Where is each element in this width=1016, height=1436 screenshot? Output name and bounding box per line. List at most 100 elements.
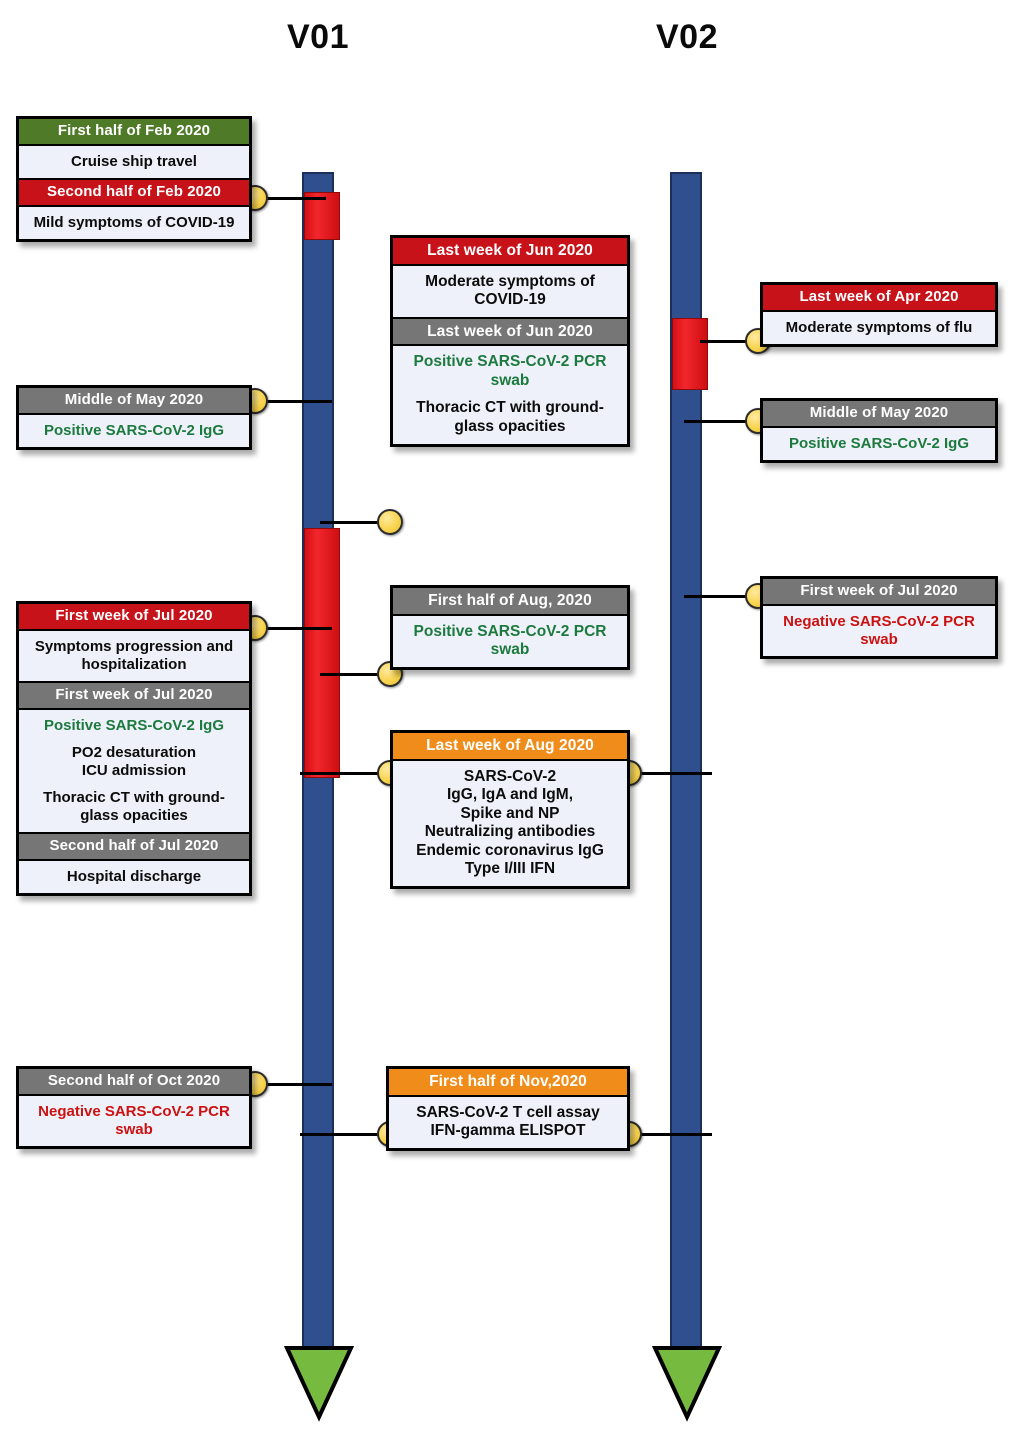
card-detail-line: Positive SARS-CoV-2 IgG [43,716,225,734]
card-detail-line: Positive SARS-CoV-2 PCR swab [413,622,607,659]
timeline-infection-segment-v01-jun-jul [304,528,340,778]
card-detail-line: Positive SARS-CoV-2 IgG [788,434,970,452]
card-period-header: Last week of Jun 2020 [393,318,627,345]
card-detail-line: Mild symptoms of COVID-19 [33,213,235,231]
card-period-header: Middle of May 2020 [19,388,249,413]
card-period-header: First half of Aug, 2020 [393,588,627,614]
connector-line-v01-aug1 [320,673,392,676]
card-detail-line: Spike and NP [460,804,560,822]
connector-line-v01-oct [248,1083,332,1086]
column-label-v02: V02 [656,18,718,56]
card-divider [19,628,249,631]
timeline-arrow-v01 [284,1346,354,1422]
connector-line-v02-may [684,420,780,423]
card-detail-line: Positive SARS-CoV-2 IgG [43,421,225,439]
card-divider [19,1093,249,1096]
card-period-header: First week of Jul 2020 [763,579,995,604]
card-detail-body: Positive SARS-CoV-2 IgG [763,427,995,460]
connector-line-v01-nov [300,1133,392,1136]
card-period-header: Last week of Jun 2020 [393,238,627,264]
card-divider [389,1094,627,1097]
timeline-infection-segment-v01-feb [304,192,340,240]
card-detail-line: Negative SARS-CoV-2 PCR swab [38,1102,230,1138]
card-detail-line: IFN-gamma ELISPOT [430,1122,586,1140]
card-detail-line: Moderate symptoms of COVID-19 [425,272,595,309]
card-detail-body: Symptoms progression and hospitalization [19,630,249,681]
connector-line-v01-jul [248,627,332,630]
card-detail-line: ICU admission [81,761,187,779]
card-divider [19,680,249,683]
card-detail-body: Negative SARS-CoV-2 PCR swab [763,605,995,656]
card-period-header: Second half of Jul 2020 [19,833,249,859]
card-detail-line: Endemic coronavirus IgG [416,841,604,859]
card-detail-line: Neutralizing antibodies [424,823,596,841]
card-divider [19,707,249,710]
card-detail-line: SARS-CoV-2 T cell assay [416,1103,600,1121]
card-detail-line: SARS-CoV-2 [463,767,557,785]
card-divider [393,758,627,761]
card-period-header: Second half of Oct 2020 [19,1069,249,1094]
card-detail-line: Cruise ship travel [71,152,197,170]
card-detail-body: Moderate symptoms of flu [763,311,995,344]
card-period-header: First half of Nov,2020 [389,1069,627,1095]
card-detail-body: Negative SARS-CoV-2 PCR swab [19,1095,249,1146]
card-detail-line: IgG, IgA and IgM, [447,786,573,804]
card-line-gap [399,390,621,399]
connector-line-v01-may [248,400,332,403]
connector-line-v02-nov [624,1133,712,1136]
card-detail-line: Hospital discharge [66,867,202,885]
card-divider [393,613,627,616]
card-period-header: Middle of May 2020 [763,401,995,426]
card-detail-line: Thoracic CT with ground-glass opacities [43,788,225,824]
card-divider [763,603,995,606]
card-divider [393,344,627,347]
card-period-header: Last week of Apr 2020 [763,285,995,310]
card-period-header: First week of Jul 2020 [19,604,249,629]
card-divider [393,263,627,266]
card-divider [393,316,627,319]
timeline-infection-segment-v02-apr [672,318,708,390]
card-period-header: Second half of Feb 2020 [19,179,249,205]
card-divider [19,831,249,834]
card-line-gap [25,735,243,744]
connector-line-v02-aug2 [624,772,712,775]
column-label-v01: V01 [287,18,349,56]
card-divider [19,204,249,207]
card-detail-body: Cruise ship travel [19,145,249,178]
card-detail-line: Symptoms progression and hospitalization [34,637,234,673]
card-period-header: First half of Feb 2020 [19,119,249,144]
connector-dot-v01-jun[interactable] [377,509,403,535]
card-divider [19,412,249,415]
card-period-header: Last week of Aug 2020 [393,733,627,759]
card-detail-line: Thoracic CT with ground-glass opacities [416,399,604,435]
connector-line-v01-jun [320,521,392,524]
card-line-gap [25,780,243,789]
card-divider [763,425,995,428]
card-detail-body: Hospital discharge [19,860,249,893]
timeline-arrow-v02 [652,1346,722,1422]
card-detail-line: Negative SARS-CoV-2 PCR swab [783,612,975,648]
connector-line-v01-aug2 [300,772,392,775]
connector-line-v02-apr [700,340,780,343]
card-divider [19,858,249,861]
card-detail-line: Type I/III IFN [464,860,556,878]
card-detail-body: Positive SARS-CoV-2 IgG [19,414,249,447]
card-detail-body: Mild symptoms of COVID-19 [19,206,249,239]
card-divider [763,309,995,312]
card-divider [19,177,249,180]
card-divider [19,143,249,146]
